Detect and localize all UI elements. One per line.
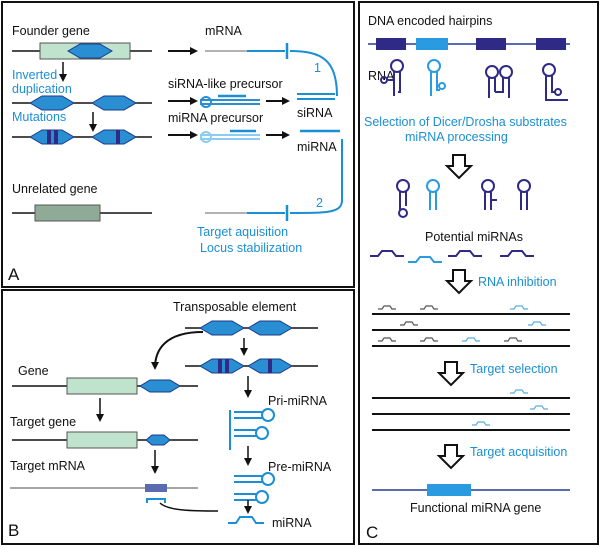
- arrow-mirna-to-target: [159, 502, 219, 512]
- te-element-left: [199, 320, 245, 336]
- pri-mirna-structure: [229, 408, 275, 450]
- target-mrna-bound-mirna: [146, 498, 166, 503]
- pre-mirna-label: Pre-miRNA: [268, 460, 332, 474]
- mutation-mark: [54, 130, 58, 144]
- arrow-insertion-curve: [151, 331, 204, 370]
- inverted-label-line1: Inverted: [12, 68, 57, 82]
- mrna-label: mRNA: [205, 24, 242, 38]
- dna-hairpin-segment: [376, 38, 406, 50]
- mutated-element-left: [29, 129, 75, 145]
- te-mutation-mark: [218, 359, 222, 373]
- sirna-like-precursor-label: siRNA-like precursor: [168, 77, 283, 91]
- locus-stabilization-label: Locus stabilization: [200, 241, 302, 255]
- founder-gene-hairpin-element: [67, 43, 113, 59]
- rna-inhibition-label: RNA inhibition: [478, 275, 557, 289]
- mirna-precursor-stem: [200, 134, 260, 140]
- dna-hairpin-segment: [476, 38, 506, 50]
- mutation-mark: [47, 130, 51, 144]
- panel-c-letter: C: [366, 523, 378, 542]
- panel-b: Transposable element Gene Target gene Ta…: [8, 300, 332, 540]
- panel-a-frame: [1, 1, 355, 288]
- te-element-right: [247, 320, 293, 336]
- mutations-label: Mutations: [12, 110, 66, 124]
- target-gene-residual-element: [145, 434, 171, 446]
- target-gene-box: [66, 431, 138, 449]
- hollow-arrow-selection: [436, 361, 466, 387]
- gene-inserted-element: [139, 379, 181, 393]
- sirna-label: siRNA: [297, 106, 333, 120]
- functional-gene-label: Functional miRNA gene: [410, 501, 541, 515]
- panel-b-frame: [1, 289, 355, 545]
- hollow-arrow-acquisition: [436, 444, 466, 470]
- sirna-precursor-loop: [200, 96, 212, 108]
- target-mrna-site: [145, 484, 167, 492]
- dna-hairpins-label: DNA encoded hairpins: [368, 14, 492, 28]
- panel-c-frame: [358, 1, 599, 545]
- te-mutation-mark: [268, 359, 272, 373]
- rna-hairpins: [380, 59, 568, 101]
- selection-label-line1: Selection of Dicer/Drosha substrates: [364, 115, 567, 129]
- mirna-label: miRNA: [297, 140, 337, 154]
- potential-mirna-fragments: [370, 250, 534, 263]
- inverted-label-line2: duplication: [12, 82, 72, 96]
- panel-c: DNA encoded hairpins RNA: [364, 14, 570, 542]
- target-mrna-label: Target mRNA: [10, 459, 86, 473]
- duplicated-element-right: [91, 95, 137, 111]
- mutated-element-right: [91, 129, 137, 145]
- mirna-b-label: miRNA: [272, 516, 312, 530]
- potential-mirnas-label: Potential miRNAs: [425, 230, 523, 244]
- dna-hairpin-segment: [536, 38, 566, 50]
- route-2-curve: [289, 139, 343, 214]
- target-acquisition-label: Target aquisition: [197, 225, 288, 239]
- mirna-precursor-label: miRNA precursor: [168, 111, 263, 125]
- te-mutation-mark: [225, 359, 229, 373]
- gene-box: [66, 377, 138, 395]
- target-selection-label: Target selection: [470, 362, 558, 376]
- mirna-b-structure: [228, 516, 264, 524]
- target-gene-label: Target gene: [10, 415, 76, 429]
- route-2-number: 2: [316, 196, 323, 210]
- panel-a: Founder gene Inverted duplication Mutati…: [8, 24, 343, 284]
- hollow-arrow-processing: [444, 154, 474, 180]
- panel-a-letter: A: [8, 265, 20, 284]
- target-acquisition-c-label: Target acquisition: [470, 445, 567, 459]
- unrelated-gene-box: [34, 204, 101, 222]
- mirna-precursor-loop: [200, 131, 212, 143]
- pri-mirna-label: Pri-miRNA: [268, 394, 328, 408]
- gene-label: Gene: [18, 364, 49, 378]
- unrelated-gene-label: Unrelated gene: [12, 182, 98, 196]
- transposable-element-label: Transposable element: [173, 300, 297, 314]
- hollow-arrow-inhibition: [444, 269, 474, 295]
- selection-label-line2: miRNA processing: [405, 130, 508, 144]
- sirna-precursor-stem: [200, 99, 260, 105]
- functional-gene-segment: [427, 484, 471, 496]
- route-1-curve: [289, 50, 338, 97]
- mutation-mark: [116, 130, 120, 144]
- founder-gene-label: Founder gene: [12, 24, 90, 38]
- route-1-number: 1: [314, 61, 321, 75]
- inhibition-targets: [372, 305, 570, 347]
- dna-hairpin-segment: [416, 38, 448, 50]
- selected-targets: [372, 389, 570, 431]
- duplicated-element-left: [29, 95, 75, 111]
- panel-b-letter: B: [8, 521, 19, 540]
- processed-hairpins: [396, 179, 531, 218]
- pre-mirna-structure: [234, 472, 275, 504]
